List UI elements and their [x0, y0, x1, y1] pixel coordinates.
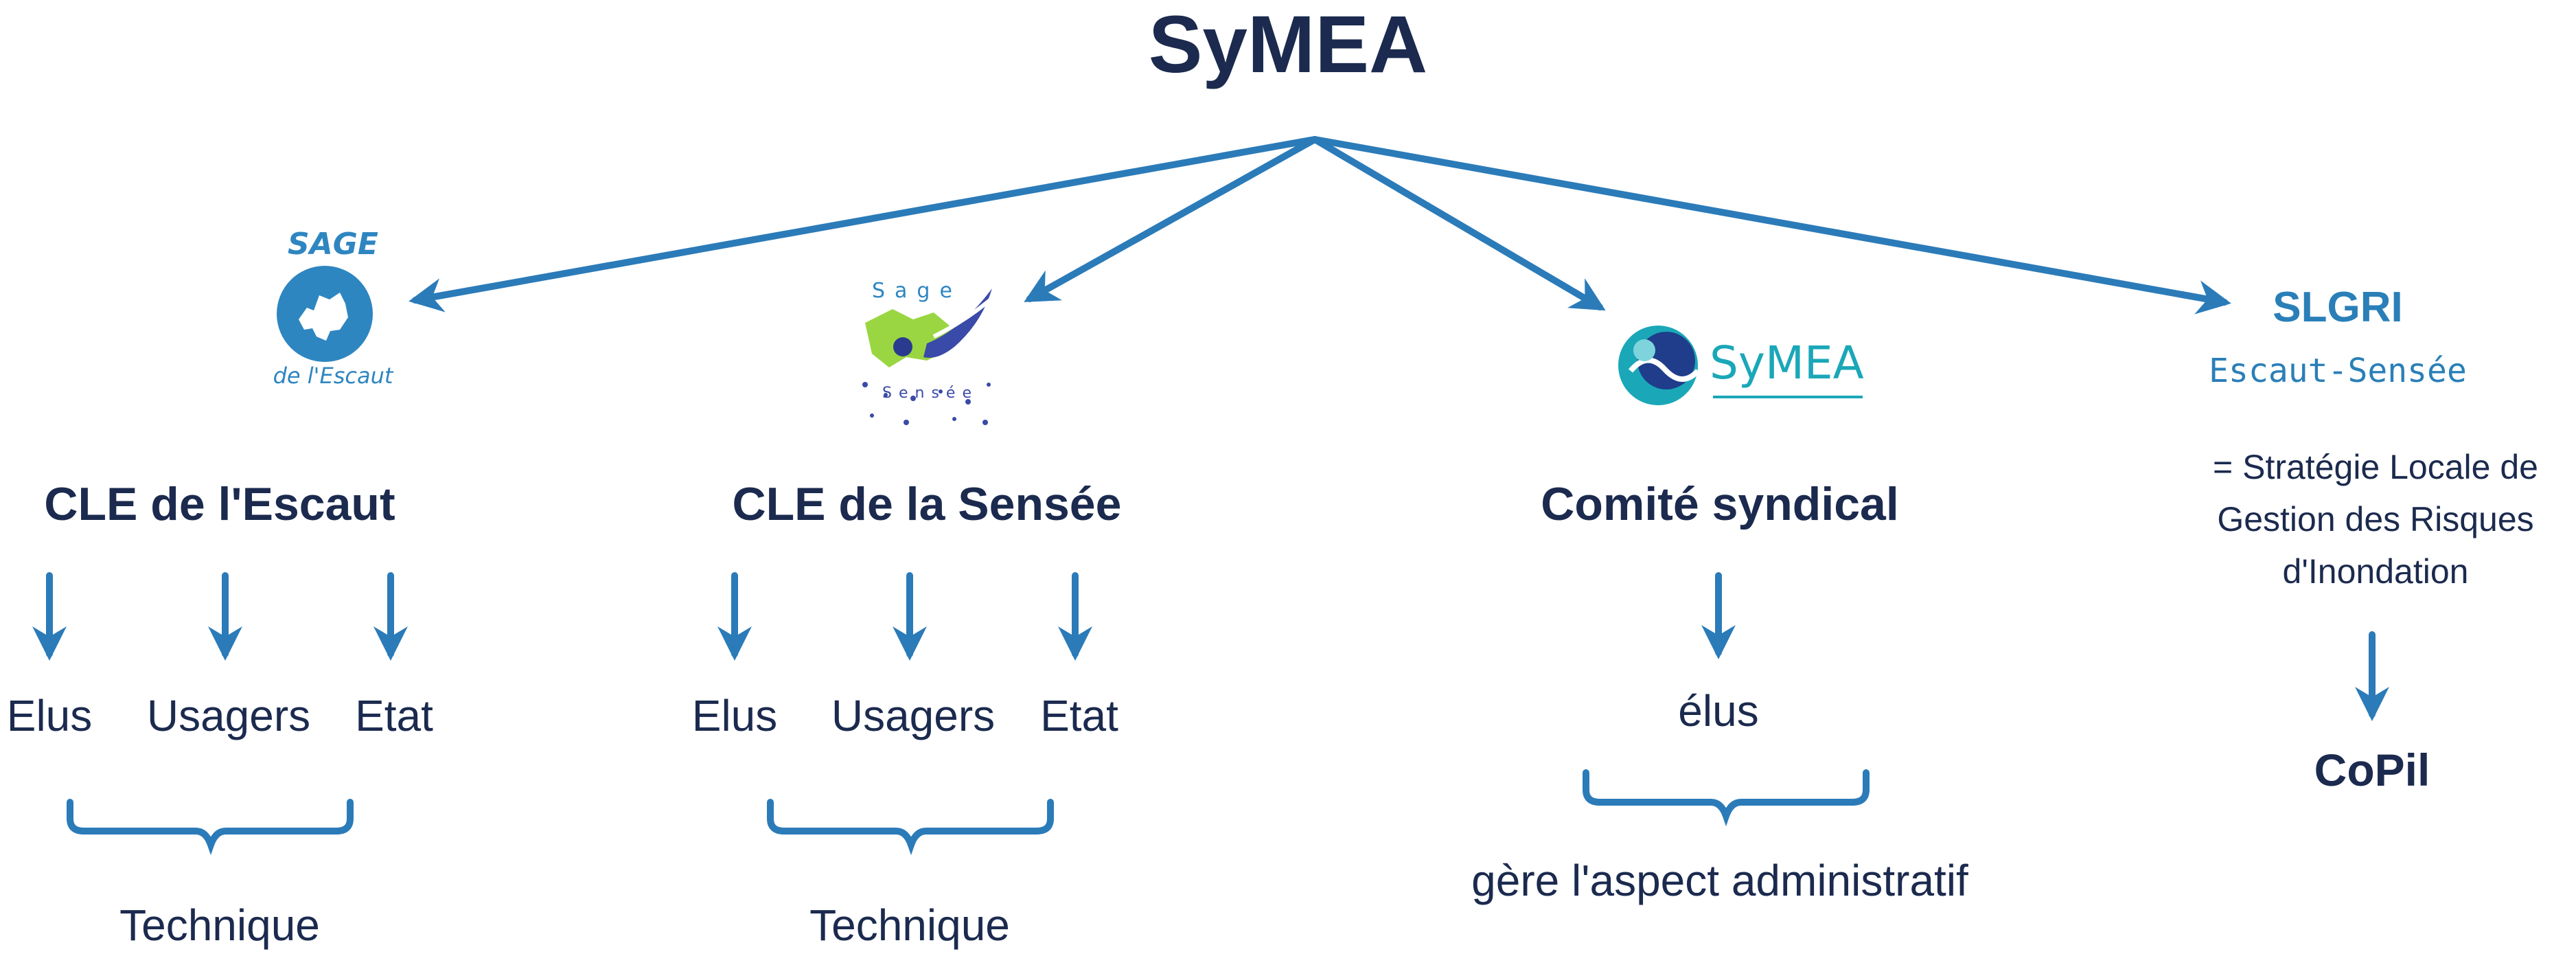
symea-logo: SyMEA	[1617, 323, 1864, 412]
symea-logo-text: SyMEA	[1710, 337, 1864, 389]
slgri-logo-title: SLGRI	[2273, 284, 2403, 331]
heading-cle-escaut: CLE de l'Escaut	[44, 478, 395, 530]
slgri-description: = Stratégie Locale de Gestion des Risque…	[2213, 448, 2538, 591]
member-sensee-elus: Elus	[691, 691, 778, 740]
heading-cle-sensee: CLE de la Sensée	[732, 478, 1122, 530]
map-circle-icon	[277, 266, 373, 362]
logo-sage-text: SAGE	[288, 227, 378, 262]
member-escaut-elus: Elus	[6, 691, 93, 740]
member-sensee-etat: Etat	[1040, 691, 1118, 740]
slgri-logo-subtitle: Escaut-Sensée	[2209, 352, 2467, 390]
arrow-to-cle-sensee	[1024, 136, 1318, 302]
copil-label: CoPil	[2314, 745, 2430, 795]
symea-logo-underline	[1713, 396, 1863, 398]
bracket-sensee	[767, 799, 1054, 856]
member-comite-elus: élus	[1678, 686, 1759, 736]
member-sensee-usagers: Usagers	[831, 691, 996, 740]
logo-sage-text: Sage	[872, 279, 962, 303]
sage-escaut-logo: SAGE de l'Escaut	[264, 227, 402, 398]
bracket-label-escaut: Technique	[119, 900, 320, 950]
sage-sensee-logo: Sage Sensée	[851, 279, 1009, 440]
arrow-to-cle-escaut	[409, 136, 1318, 313]
arrow-to-slgri	[1311, 136, 2231, 315]
logo-sensee-text: Sensée	[882, 385, 978, 402]
arrow-to-comite	[1311, 136, 1606, 311]
diagram-title: SyMEA	[1148, 0, 1428, 90]
sensee-map-icon	[862, 288, 997, 425]
bracket-escaut	[67, 799, 354, 856]
heading-comite-syndical: Comité syndical	[1541, 478, 1899, 530]
symea-drop-icon	[1618, 326, 1700, 405]
bracket-label-sensee: Technique	[809, 900, 1010, 950]
member-escaut-etat: Etat	[355, 691, 433, 740]
bracket-label-comite: gère l'aspect administratif	[1471, 856, 1968, 905]
bracket-comite	[1583, 769, 1870, 827]
logo-escaut-text: de l'Escaut	[273, 363, 393, 389]
member-escaut-usagers: Usagers	[146, 691, 311, 740]
